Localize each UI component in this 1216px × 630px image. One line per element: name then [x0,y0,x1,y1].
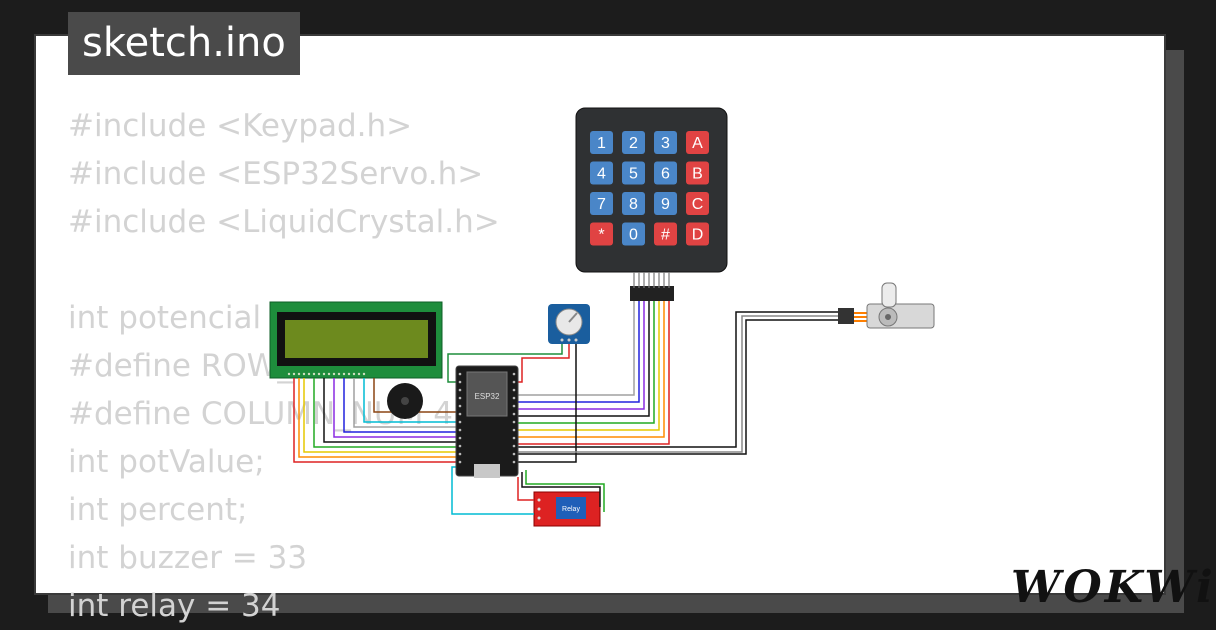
preview-card: #include <Keypad.h> #include <ESP32Servo… [34,34,1213,624]
lcd-wires [293,378,456,463]
keypad-key-label: 1 [597,135,606,152]
keypad-key-4[interactable] [590,161,613,185]
code-line: int relay = 34 [68,588,281,624]
keypad-key-label: 8 [629,196,638,213]
keypad-key-5[interactable] [622,161,645,185]
keypad-key-label: 9 [661,196,670,213]
lcd-16x2[interactable] [269,301,443,379]
relay-wires [451,466,605,515]
keypad-key-#[interactable] [654,222,677,246]
keypad-key-label: A [692,135,703,152]
keypad-key-label: 0 [629,227,638,244]
code-line: #include <LiquidCrystal.h> [68,204,500,240]
keypad-4x4[interactable]: 1 2 3 A 4 5 6 B 7 8 9 C * 0 # D [575,107,728,301]
relay-label: Relay [562,506,580,513]
code-line: #include <Keypad.h> [68,108,413,144]
keypad-key-label: 6 [661,166,670,183]
circuit-diagram: 1 2 3 A 4 5 6 B 7 8 9 C * 0 # D [269,107,935,527]
code-editor: #include <Keypad.h> #include <ESP32Servo… [68,102,500,630]
relay-module[interactable] [533,491,601,527]
code-line: int percent; [68,492,248,528]
esp32-label: ESP32 [475,392,500,401]
esp32-board[interactable] [455,365,519,478]
keypad-key-label: C [692,196,704,213]
keypad-key-label: 3 [661,135,670,152]
keypad-key-*[interactable] [590,222,613,246]
keypad-key-A[interactable] [686,131,709,154]
keypad-key-label: * [598,227,604,244]
keypad-key-8[interactable] [622,192,645,215]
servo-motor[interactable] [838,282,935,329]
keypad-key-label: 2 [629,135,638,152]
keypad-key-D[interactable] [686,222,709,246]
keypad-key-label: # [661,227,670,244]
code-line: int buzzer = 33 [68,540,308,576]
keypad-key-C[interactable] [686,192,709,215]
servo-wires [518,311,838,455]
keypad-key-label: 7 [597,196,606,213]
keypad-key-6[interactable] [654,161,677,185]
code-line: #define COLUMN_NUM 4 [68,396,453,432]
keypad-key-label: B [692,166,703,183]
wokwi-logo: WOKWi [1011,562,1216,613]
keypad-key-label: D [692,227,704,244]
keypad-key-3[interactable] [654,131,677,154]
keypad-key-9[interactable] [654,192,677,215]
keypad-key-label: 4 [597,166,606,183]
code-line: #define ROW_ [68,348,293,384]
keypad-key-1[interactable] [590,131,613,154]
code-line: #include <ESP32Servo.h> [68,156,484,192]
file-tab-sketch[interactable]: sketch.ino [68,12,300,75]
pot-wires [447,344,577,463]
keypad-key-7[interactable] [590,192,613,215]
keypad-key-2[interactable] [622,131,645,154]
potentiometer[interactable] [548,304,590,344]
keypad-wires [518,301,670,445]
buzzer[interactable] [387,383,423,419]
keypad-key-label: 5 [629,166,638,183]
code-line: int potValue; [68,444,265,480]
keypad-key-0[interactable] [622,222,645,246]
keypad-key-B[interactable] [686,161,709,185]
